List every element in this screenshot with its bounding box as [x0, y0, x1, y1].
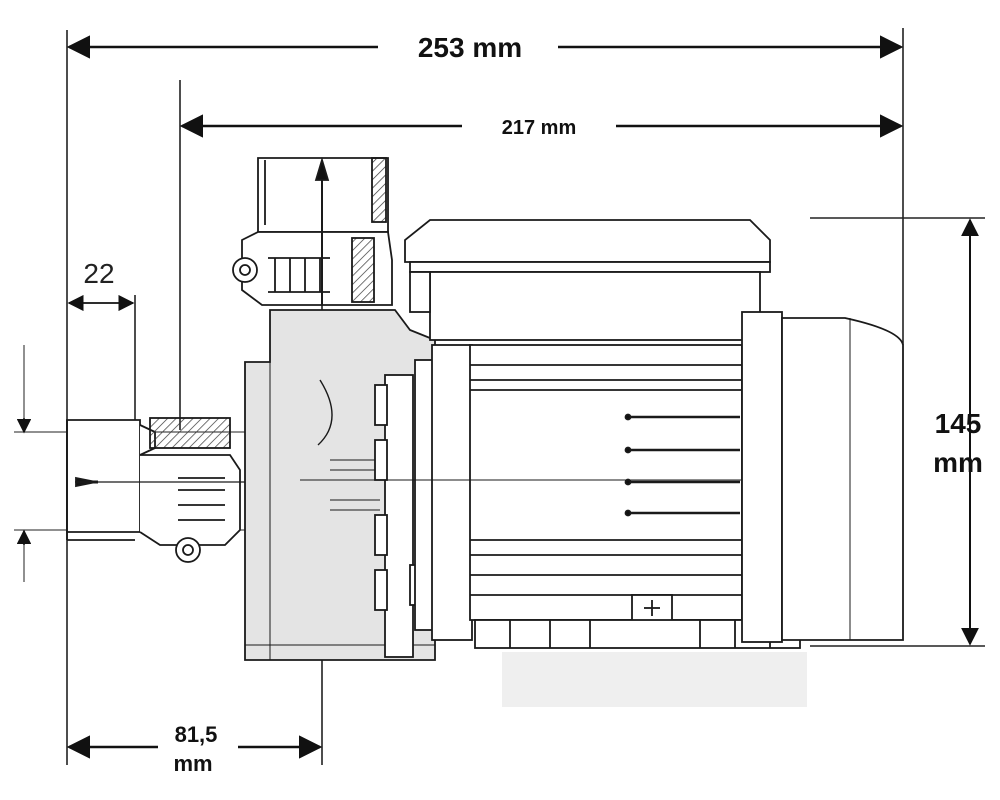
motor-body [300, 219, 893, 649]
pump-body [66, 156, 904, 661]
outlet-pipe [232, 156, 393, 306]
height-value-label: 145 [935, 408, 982, 439]
inlet-length-label: 22 [83, 258, 114, 289]
inlet-offset-unit-label: mm [173, 751, 212, 776]
height-unit-label: mm [933, 447, 983, 478]
base-shade [502, 652, 807, 707]
inlet-pipe [66, 417, 310, 563]
inlet-offset-value-label: 81,5 [175, 722, 218, 747]
motor-length-label: 217 mm [502, 117, 577, 139]
fan-cover [741, 311, 904, 643]
flange-ring [374, 344, 473, 658]
overall-length-label: 253 mm [418, 32, 522, 63]
dimension-arrows [16, 35, 979, 759]
